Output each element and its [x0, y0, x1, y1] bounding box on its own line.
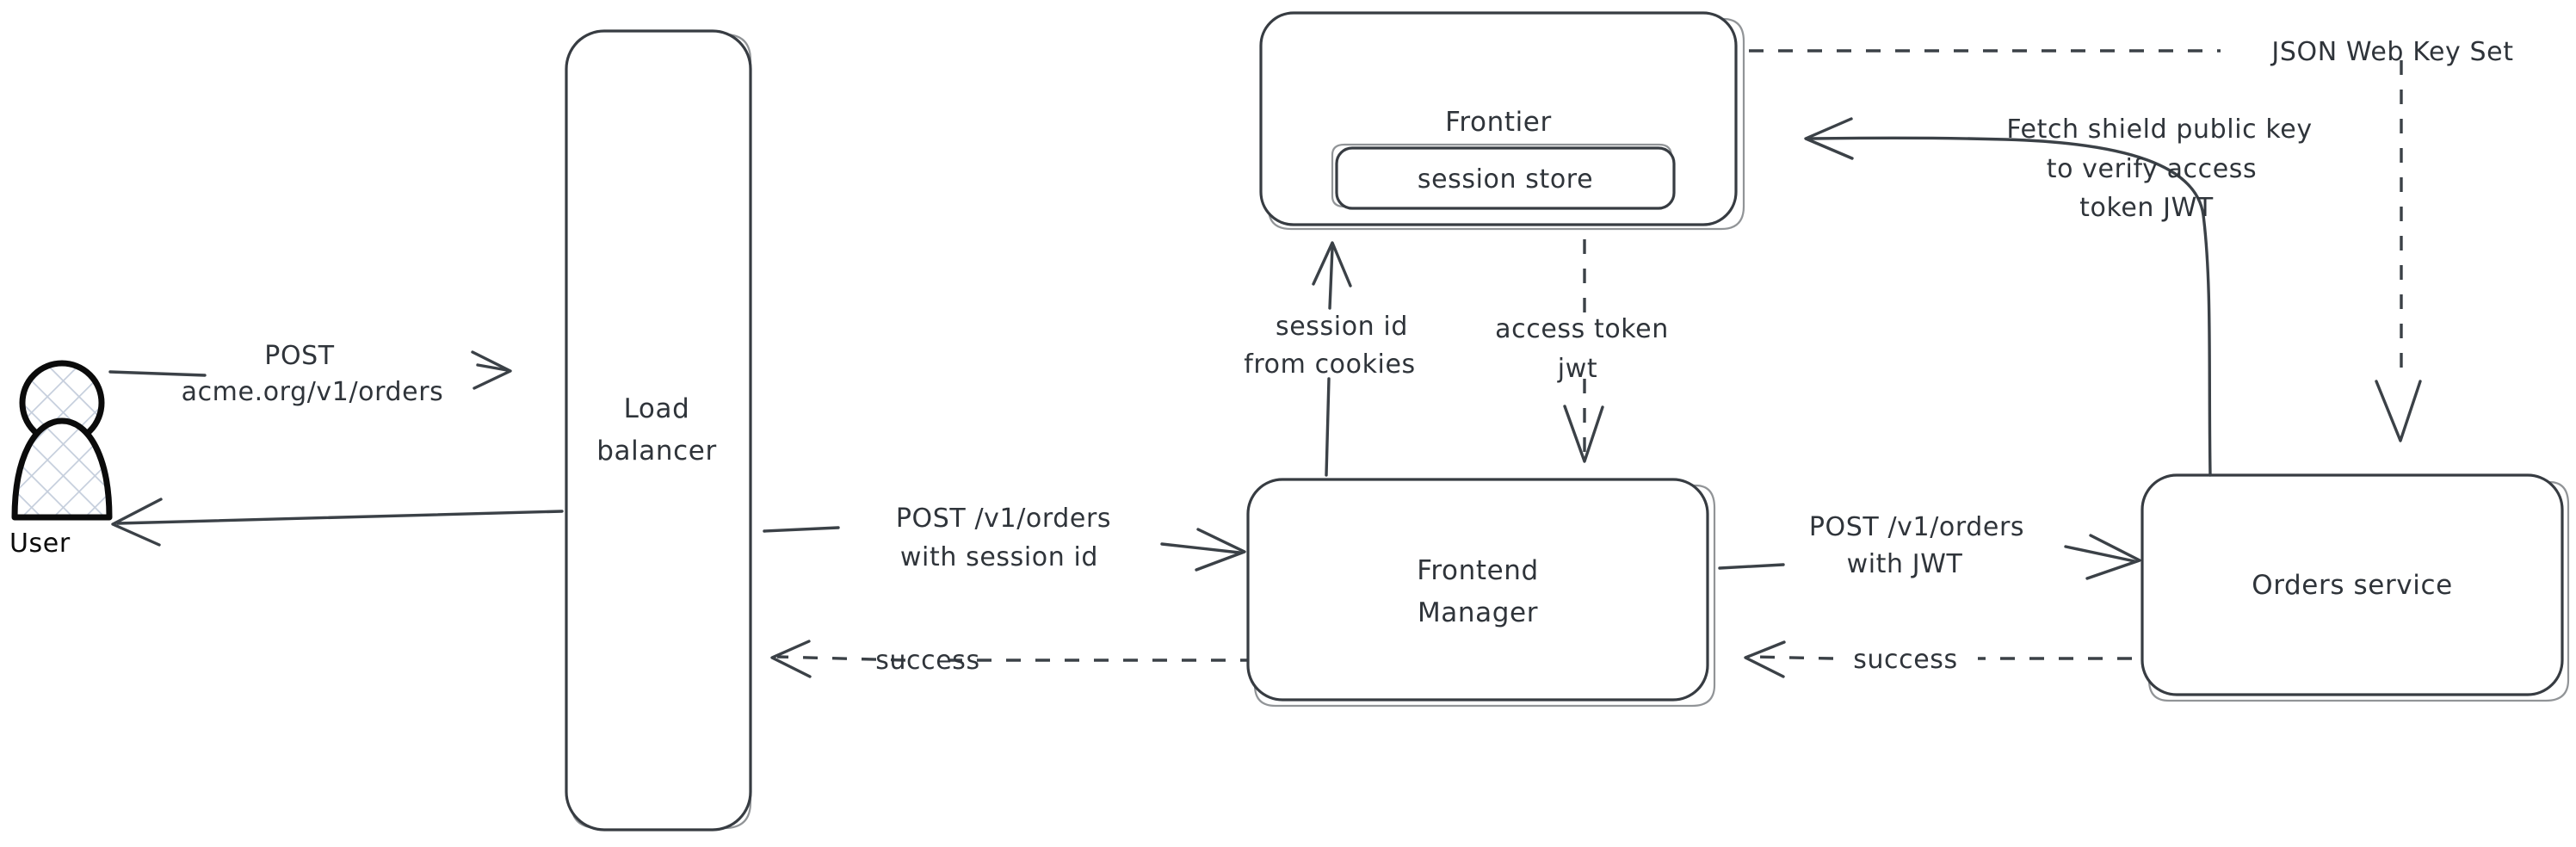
edge-fm-to-orders-label-line1: POST /v1/orders [1809, 512, 2024, 542]
node-load-balancer[interactable]: Load balancer [565, 29, 752, 832]
edge-fm-to-frontier-label-line2: from cookies [1244, 349, 1416, 380]
edge-frontier-to-orders-jwks-label: JSON Web Key Set [2270, 37, 2513, 67]
node-load-balancer-label-line1: Load [624, 393, 690, 424]
edge-user-to-lb-label-line1: POST [264, 341, 335, 371]
edge-orders-to-fm-label: success [1853, 645, 1958, 675]
arrow-head-icon [1744, 640, 1786, 678]
edge-orders-to-frontier-label-line1: Fetch shield public key [2006, 114, 2312, 145]
node-frontend-manager[interactable]: Frontend Manager [1246, 478, 1716, 708]
edge-fm-to-frontier-label-line1: session id [1276, 312, 1408, 342]
user-avatar-icon [11, 360, 113, 521]
edge-user-to-lb-label-line2: acme.org/v1/orders [182, 377, 444, 407]
arrow-head-icon [2085, 534, 2141, 580]
arrow-head-icon [770, 640, 812, 678]
node-orders-service-label: Orders service [2252, 570, 2453, 601]
arrow-head-icon [471, 350, 512, 390]
edge-frontend-manager-to-orders-service[interactable]: POST /v1/orders with JWT [1718, 512, 2141, 580]
arrow-head-icon [2375, 380, 2422, 442]
node-frontier[interactable]: Frontier session store [1259, 11, 1745, 231]
edge-load-balancer-to-frontend-manager[interactable]: POST /v1/orders with session id [763, 504, 1246, 572]
node-frontend-manager-label-line2: Manager [1418, 597, 1538, 628]
edge-fm-to-lb-label: success [875, 646, 980, 676]
edge-orders-to-frontier-label-line3: token JWT [2079, 193, 2214, 223]
edge-load-balancer-to-user[interactable] [111, 498, 564, 547]
arrow-head-icon [1563, 405, 1604, 463]
edge-frontier-to-frontend-manager[interactable]: access token jwt [1495, 239, 1669, 463]
edge-frontend-manager-to-load-balancer[interactable]: success [770, 640, 1255, 678]
node-user[interactable]: User [9, 360, 113, 559]
arrow-head-icon [1312, 241, 1352, 287]
edge-frontier-to-fm-label-line2: jwt [1557, 354, 1597, 384]
arrow-head-icon [1804, 117, 1854, 160]
edge-fm-to-orders-label-line2: with JWT [1847, 549, 1963, 579]
edge-user-to-load-balancer[interactable]: POST acme.org/v1/orders [108, 341, 512, 407]
edge-orders-to-frontier-label-line2: to verify access [2047, 154, 2258, 184]
node-frontend-manager-label-line1: Frontend [1417, 555, 1539, 586]
edge-orders-service-to-frontend-manager[interactable]: success [1744, 640, 2132, 678]
edge-frontier-to-fm-label-line1: access token [1495, 314, 1669, 344]
arrow-head-icon [111, 498, 163, 547]
edge-lb-to-fm-label-line1: POST /v1/orders [896, 504, 1111, 534]
arrow-head-icon [1195, 528, 1246, 572]
node-orders-service[interactable]: Orders service [2140, 473, 2570, 702]
edge-frontier-to-orders-service-jwks[interactable]: JSON Web Key Set [1749, 37, 2514, 442]
node-user-label: User [9, 529, 71, 559]
edge-orders-service-to-frontier[interactable]: Fetch shield public key to verify access… [1804, 114, 2313, 477]
node-session-store[interactable]: session store [1331, 143, 1676, 210]
edge-lb-to-fm-label-line2: with session id [900, 542, 1098, 572]
node-session-store-label: session store [1418, 164, 1593, 195]
edge-frontend-manager-to-frontier[interactable]: session id from cookies [1244, 241, 1416, 477]
node-frontier-label: Frontier [1445, 107, 1552, 138]
node-load-balancer-label-line2: balancer [596, 436, 717, 467]
